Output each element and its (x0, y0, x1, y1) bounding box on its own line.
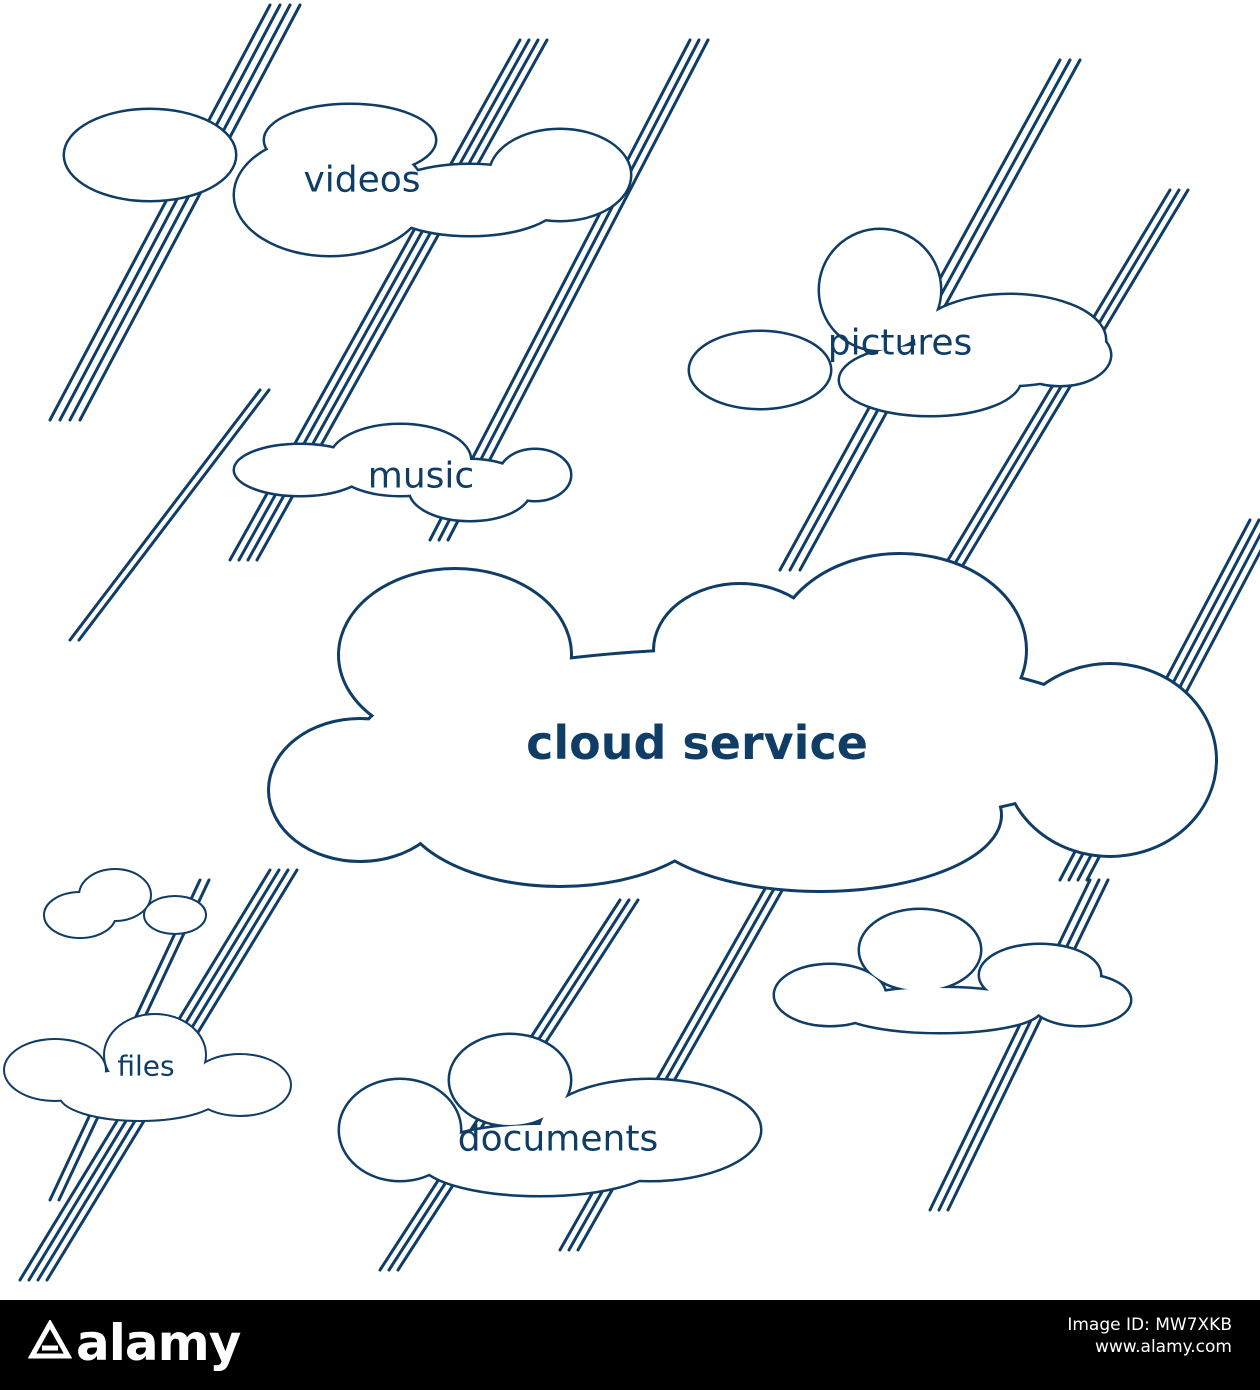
rain-streak (437, 38, 701, 542)
cloud-service-illustration (3, 3, 1260, 1282)
alamy-brand-text: alamy (76, 1314, 241, 1372)
alamy-a-icon (27, 1314, 73, 1372)
alamy-logo: alamy (27, 1314, 241, 1372)
cloud-small-left (43, 868, 207, 939)
rain-streak (48, 3, 272, 422)
cloud-label-files: files (117, 1049, 175, 1083)
rain-streak (58, 3, 282, 422)
rain-streak (567, 878, 781, 1252)
cloud-videos (62, 102, 633, 258)
rain-streak (446, 38, 710, 542)
rain-streak (77, 388, 271, 642)
cloud-documents (337, 1032, 763, 1198)
cloud-files (3, 1013, 292, 1122)
watermark-info: Image ID: MW7XKB www.alamy.com (1067, 1314, 1232, 1358)
cloud-music (232, 422, 573, 523)
cloud-label-pictures: pictures (827, 322, 973, 364)
cloud-label-videos: videos (303, 159, 421, 201)
rain-streak (428, 38, 692, 542)
image-id: Image ID: MW7XKB (1067, 1315, 1232, 1335)
cloud-label-documents: documents (457, 1118, 659, 1160)
rain-streak (68, 3, 292, 422)
cloud-right-small (772, 907, 1133, 1035)
rain-streak (558, 878, 772, 1252)
rain-streak (928, 878, 1092, 1212)
cloud-main (267, 552, 1218, 893)
clouds (3, 102, 1218, 1198)
rain-streak (576, 878, 790, 1252)
watermark-footer: alamy Image ID: MW7XKB www.alamy.com (0, 1300, 1260, 1390)
cloud-label-music: music (367, 455, 475, 497)
rain-streak (68, 388, 262, 642)
rain-streak (78, 3, 302, 422)
site-url: www.alamy.com (1094, 1337, 1232, 1358)
cloud-label-main: cloud service (526, 716, 868, 770)
rain-streak (946, 878, 1110, 1212)
rain-streak (937, 878, 1101, 1212)
cloud-pictures (687, 227, 1113, 418)
